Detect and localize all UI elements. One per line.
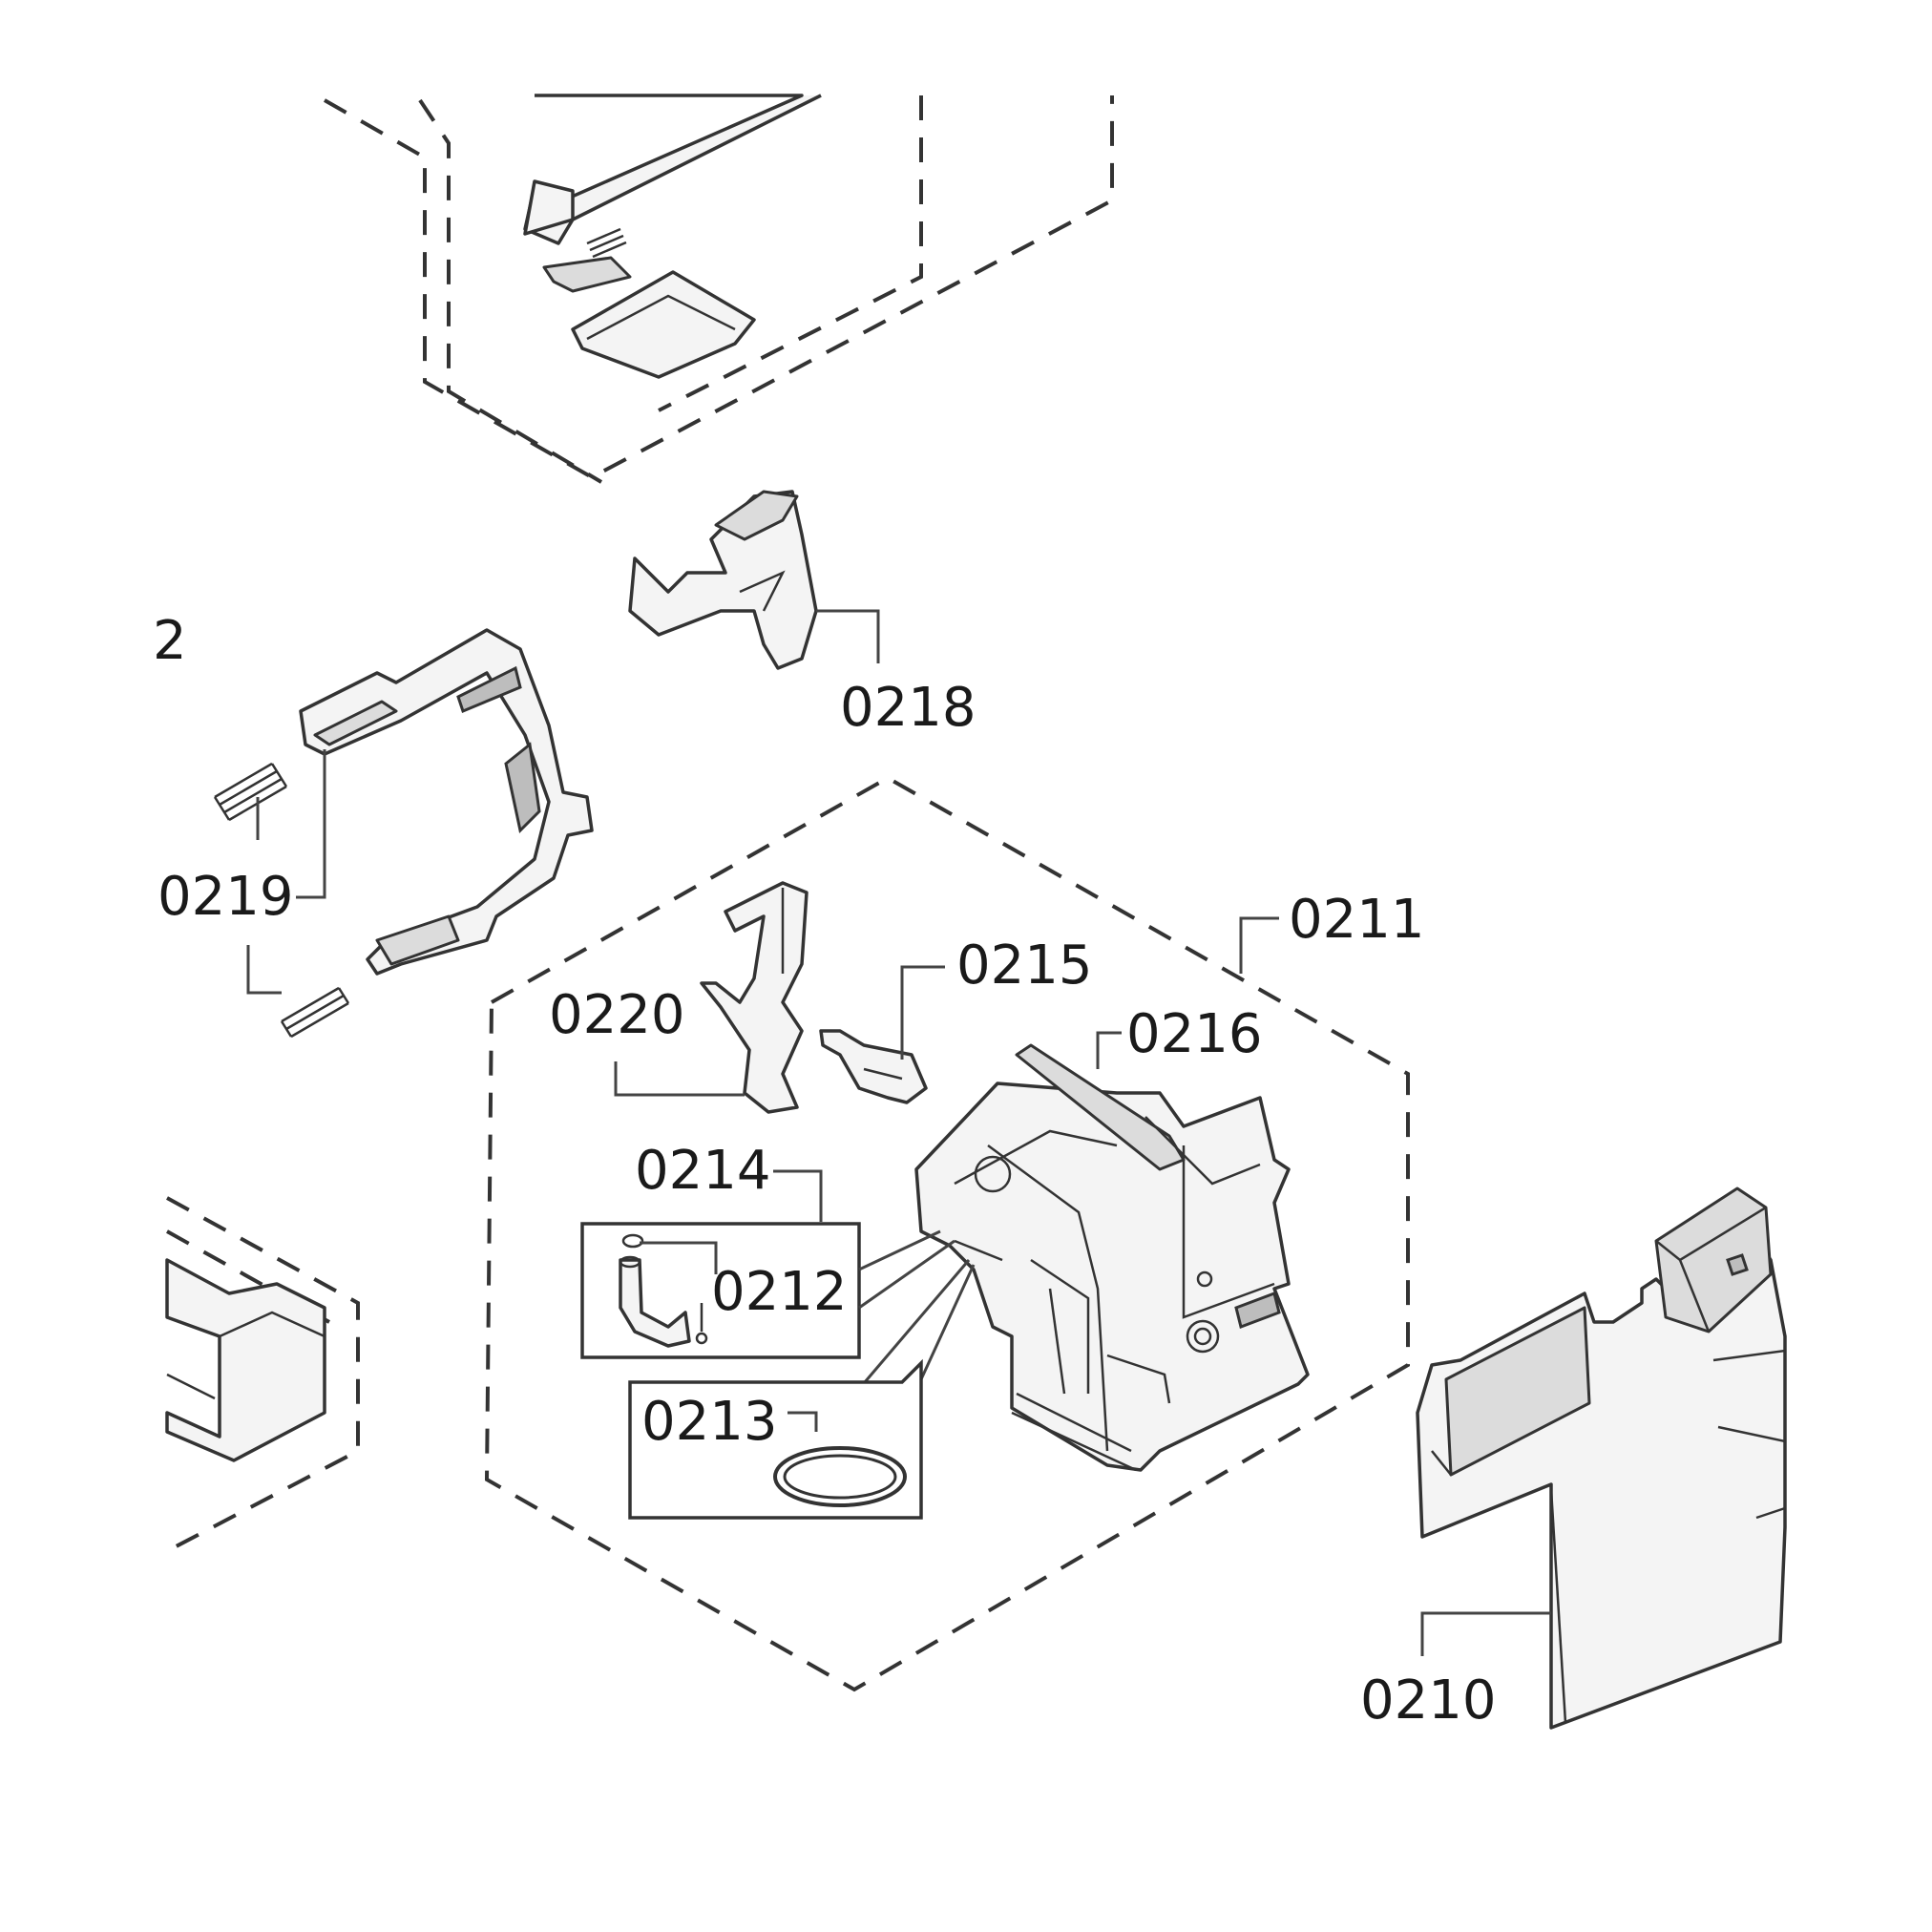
part-0220-lever xyxy=(614,881,808,1114)
part-0210-panel xyxy=(1416,1186,1787,1730)
label-0214: 0214 xyxy=(635,1140,771,1202)
label-0210: 0210 xyxy=(1360,1670,1497,1732)
top-housing-assembly xyxy=(324,94,1114,484)
part-0213-oring xyxy=(773,1446,907,1507)
assembly-0211-outline xyxy=(484,775,1410,1692)
left-lower-housing xyxy=(165,1196,360,1553)
spring-upper xyxy=(213,762,288,822)
label-0219: 0219 xyxy=(158,866,294,928)
part-0219-bracket xyxy=(299,628,594,976)
part-0218-latch xyxy=(628,490,880,670)
label-0212: 0212 xyxy=(711,1261,848,1323)
box-0213 xyxy=(628,1358,923,1520)
label-0211: 0211 xyxy=(1289,889,1425,951)
label-0216: 0216 xyxy=(1126,1003,1263,1065)
spring-lower xyxy=(280,986,350,1039)
part-0212-fitting xyxy=(619,1233,708,1348)
label-0218: 0218 xyxy=(840,677,976,739)
label-0220: 0220 xyxy=(549,984,685,1046)
label-0213: 0213 xyxy=(641,1391,778,1453)
brewing-unit-body xyxy=(914,1043,1310,1472)
top-tray-plate xyxy=(571,270,756,379)
label-0215: 0215 xyxy=(956,934,1093,997)
top-small-clip xyxy=(542,256,632,293)
label-cutoff-left: 2 xyxy=(153,610,187,672)
top-latch-spring xyxy=(586,227,627,259)
part-0215-pin xyxy=(819,965,945,1104)
